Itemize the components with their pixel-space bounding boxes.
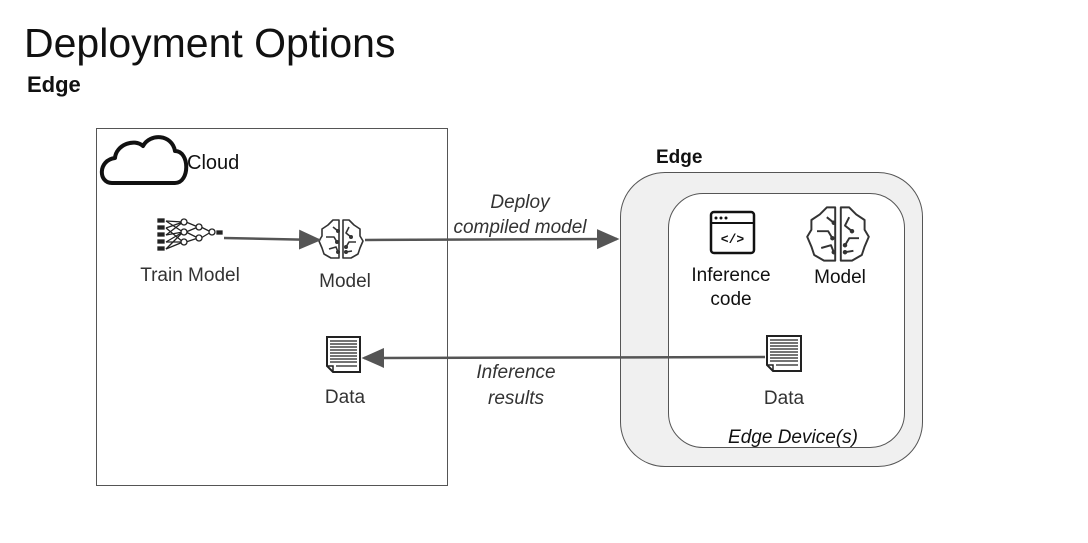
document-icon bbox=[326, 336, 361, 373]
brain-icon bbox=[318, 219, 364, 259]
cloud-model-label: Model bbox=[319, 271, 371, 292]
inference-results-arrow bbox=[361, 347, 766, 368]
edge-document-icon bbox=[766, 335, 802, 372]
cloud-region bbox=[96, 128, 448, 486]
code-window-icon: </> bbox=[709, 210, 756, 255]
cloud-label: Cloud bbox=[187, 152, 240, 174]
neural-network-icon bbox=[157, 218, 223, 251]
edge-device-label: Edge Device(s) bbox=[728, 427, 858, 448]
deploy-arrow bbox=[364, 229, 620, 250]
edge-model-label: Model bbox=[814, 267, 866, 288]
edge-title: Edge bbox=[656, 147, 703, 168]
deploy-arrow-label: Deploy compiled model bbox=[453, 192, 587, 238]
page-subtitle: Edge bbox=[27, 72, 81, 97]
edge-data-label: Data bbox=[763, 388, 805, 409]
page-title: Deployment Options bbox=[24, 20, 396, 66]
cloud-data-label: Data bbox=[324, 387, 366, 408]
cloud-icon bbox=[99, 135, 189, 185]
train-to-model-arrow bbox=[223, 229, 322, 250]
train-model-label: Train Model bbox=[140, 265, 240, 286]
svg-text:</>: </> bbox=[721, 232, 745, 247]
inference-code-label: Inference code bbox=[691, 265, 771, 310]
inference-results-label: Inference results bbox=[476, 362, 556, 409]
edge-device-region bbox=[668, 193, 905, 448]
edge-brain-icon bbox=[806, 206, 870, 262]
